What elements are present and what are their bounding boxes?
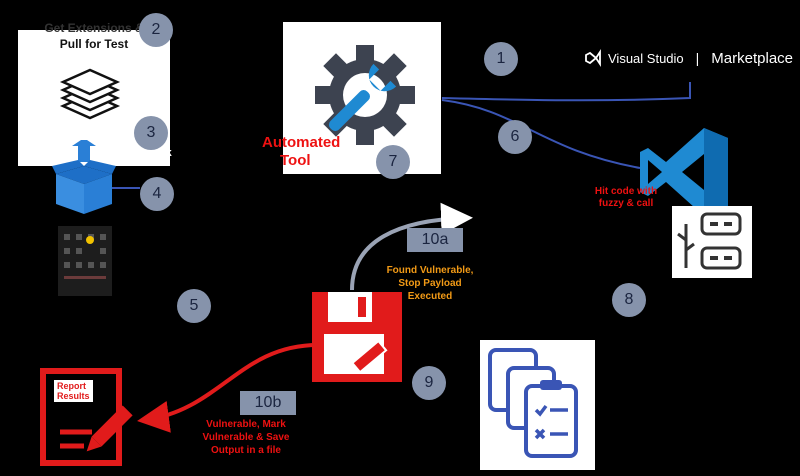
visual-studio-icon	[585, 49, 601, 67]
vulnerable-save-note: Vulnerable, Mark Vulnerable & Save Outpu…	[190, 418, 302, 457]
vscode-icon	[640, 128, 728, 216]
box-unpack-icon	[52, 140, 116, 214]
automated-line2: Tool	[280, 152, 311, 169]
automated-tool-label: Automated Tool	[262, 134, 340, 170]
red-line1: Vulnerable, Mark	[206, 419, 286, 430]
step-badge-8: 8	[612, 283, 646, 317]
unpack-label: Unpack	[132, 147, 172, 159]
step-badge-3: 3	[134, 116, 168, 150]
found-vulnerable-note: Found Vulnerable, Stop Payload Executed	[374, 264, 486, 303]
step-tag-10b: 10b	[240, 391, 296, 415]
step-badge-2: 2	[139, 13, 173, 47]
step-badge-1: 1	[484, 42, 518, 76]
orange-line2: Stop Payload	[398, 278, 462, 289]
stack-icon	[59, 68, 121, 120]
marketplace-logo: Visual Studio | Marketplace	[584, 47, 793, 69]
report-line1: Report	[57, 381, 86, 391]
connector-tool-to-vscode	[441, 99, 641, 169]
marketplace-brand: Visual Studio	[608, 50, 684, 66]
step-badge-6: 6	[498, 120, 532, 154]
red-line2: Vulnerable & Save	[202, 432, 290, 443]
connector-save-to-report	[137, 343, 319, 433]
pull-title: Get Extensions & Pull for Test	[34, 20, 154, 52]
save-floppy-icon	[312, 292, 402, 382]
pull-title-line1: Get Extensions &	[44, 21, 144, 35]
orange-line3: Executed	[407, 291, 453, 302]
vscode-note-line2: fuzzy & call	[598, 198, 654, 209]
report-label: Report Results	[54, 380, 93, 402]
automated-line1: Automated	[262, 134, 341, 151]
connector-tool-to-marketplace	[441, 82, 691, 102]
marketplace-name: Marketplace	[711, 49, 793, 67]
step-badge-9: 9	[412, 366, 446, 400]
step-badge-5: 5	[177, 289, 211, 323]
step-badge-4: 4	[140, 177, 174, 211]
orange-line1: Found Vulnerable,	[386, 265, 474, 276]
usb-devices-icon	[672, 206, 752, 278]
gear-wrench-icon	[315, 45, 415, 145]
step-badge-7: 7	[376, 145, 410, 179]
connector-save-to-10a	[350, 202, 473, 291]
clipboards-icon	[480, 340, 595, 470]
vscode-note-line1: Hit code with	[594, 186, 658, 197]
step-tag-10a: 10a	[407, 228, 463, 252]
pull-title-line2: Pull for Test	[59, 37, 129, 51]
file-icon	[58, 226, 112, 296]
report-line2: Results	[57, 391, 90, 401]
marketplace-separator: |	[695, 50, 700, 66]
red-line3: Output in a file	[211, 445, 281, 456]
vscode-note: Hit code with fuzzy & call	[586, 186, 666, 210]
